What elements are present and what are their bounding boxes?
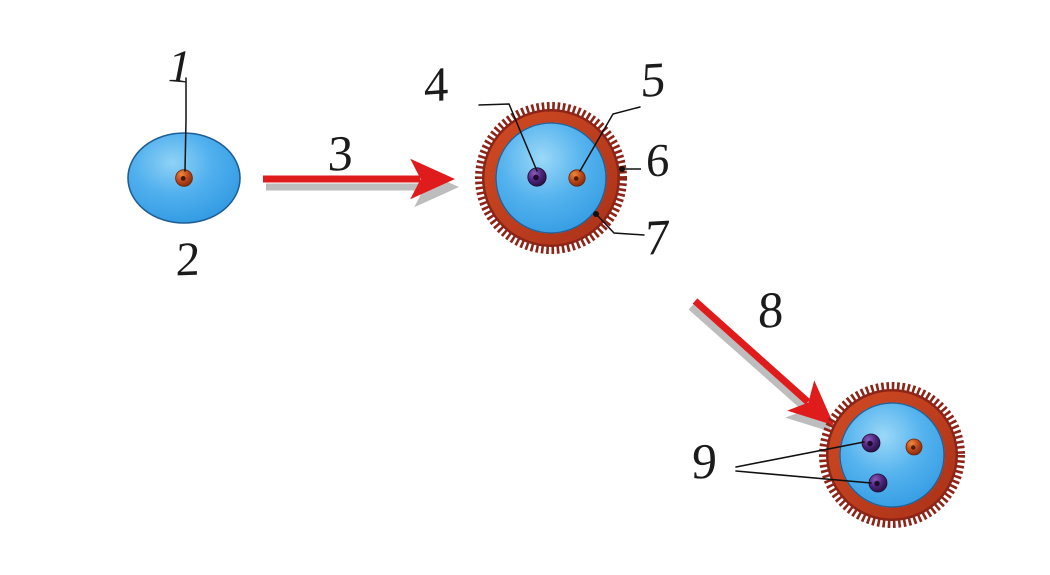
cell-1-granule-core (180, 176, 186, 181)
cell-2-cytoplasm (495, 122, 607, 234)
cell-3-purple-nucleus-lower-core (874, 480, 880, 487)
label-7[interactable]: 7 (644, 208, 671, 266)
cell-2-membrane-serration (475, 102, 627, 254)
cell-3-membrane-serration (819, 382, 965, 528)
arrow-1-to-2[interactable] (263, 158, 460, 208)
cell-stage-2[interactable] (475, 102, 627, 254)
label-2[interactable]: 2 (175, 232, 201, 287)
arrow-2-to-3[interactable] (688, 298, 835, 433)
leader-line-9-lower (735, 470, 872, 484)
cell-3-cytoplasm (839, 402, 945, 508)
label-5[interactable]: 5 (639, 51, 667, 108)
arrow-2-to-3-shadow (688, 304, 833, 433)
leader-line-9-upper (735, 441, 865, 468)
cell-stage-3[interactable] (819, 382, 965, 528)
leader-line-1 (184, 77, 187, 172)
leader-line-6 (619, 166, 641, 172)
cell-2-membrane-inner-band (484, 111, 618, 245)
cell-stage-1[interactable] (127, 132, 241, 224)
label-4[interactable]: 4 (424, 56, 449, 113)
cell-2-purple-nucleus-core (533, 174, 539, 181)
arrow-2-to-3-body (692, 298, 835, 426)
label-9[interactable]: 9 (691, 432, 718, 490)
cell-3-membrane-inner-band (828, 391, 956, 519)
leader-line-7 (593, 211, 645, 236)
leader-line-5 (579, 106, 641, 172)
leader-line-4 (478, 103, 538, 172)
label-8[interactable]: 8 (757, 282, 784, 340)
cell-3-purple-nucleus-upper-core (867, 440, 873, 447)
cell-2-orange-granule-core (573, 176, 579, 181)
cell-3-orange-granule-core (911, 445, 916, 450)
label-3[interactable]: 3 (327, 124, 354, 182)
label-6[interactable]: 6 (645, 134, 671, 188)
